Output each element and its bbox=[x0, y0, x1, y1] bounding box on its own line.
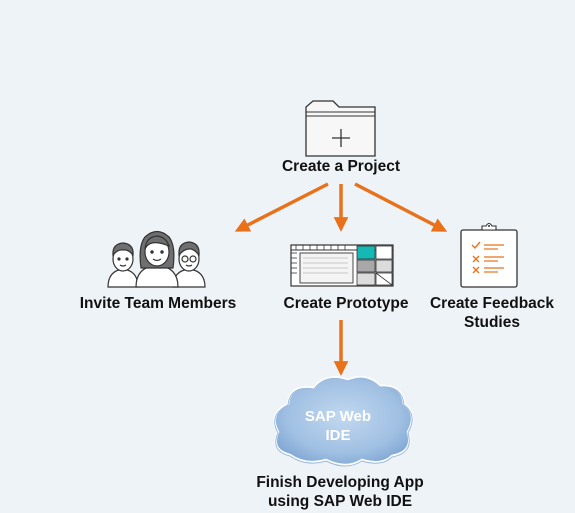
cloud-text-line1: SAP Web bbox=[305, 408, 371, 425]
cloud-text-line2: IDE bbox=[325, 427, 350, 444]
wireframe-prototype-icon bbox=[290, 244, 394, 287]
sap-web-ide-cloud-icon: SAP Web IDE bbox=[273, 375, 414, 467]
node-label-finish-line2: using SAP Web IDE bbox=[267, 493, 413, 510]
folder-plus-icon bbox=[305, 100, 376, 157]
node-label-create-project: Create a Project bbox=[281, 158, 401, 175]
team-members-icon bbox=[107, 230, 206, 288]
clipboard-checklist-icon bbox=[460, 222, 518, 288]
node-label-feedback-line2: Studies bbox=[464, 314, 520, 331]
arrow-to-feedback bbox=[354, 182, 448, 232]
node-label-finish-line1: Finish Developing App bbox=[256, 474, 424, 491]
node-label-create-prototype: Create Prototype bbox=[283, 295, 409, 312]
arrow-to-invite-team bbox=[234, 182, 329, 232]
node-label-feedback-line1: Create Feedback bbox=[429, 295, 555, 312]
node-label-invite-team: Invite Team Members bbox=[79, 295, 237, 312]
